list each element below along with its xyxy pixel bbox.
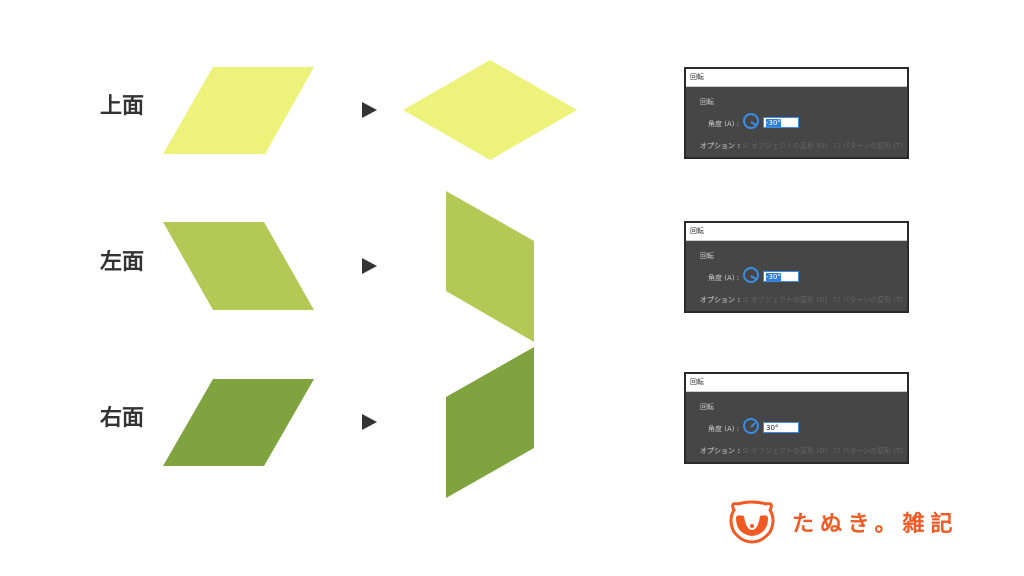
- arrow-right-icon: [362, 102, 377, 118]
- options-row: オプション : ☑ オブジェクトの変形 (O) ☐ パターンの変形 (T): [700, 447, 903, 455]
- arrow-right-icon: [362, 414, 377, 430]
- angle-input[interactable]: -30°: [763, 271, 799, 282]
- right-face-rotated: [446, 347, 534, 498]
- angle-dial[interactable]: [743, 267, 759, 283]
- angle-dial[interactable]: [743, 418, 759, 434]
- transform-objects-checkbox[interactable]: ☑ オブジェクトの変形 (O): [742, 447, 828, 455]
- angle-label: 角度 (A) :: [708, 120, 740, 128]
- section-label: 回転: [700, 252, 714, 260]
- right-face-parallelogram: [163, 379, 314, 466]
- angle-label: 角度 (A) :: [708, 425, 740, 433]
- angle-dial[interactable]: [743, 113, 759, 129]
- transform-patterns-checkbox[interactable]: ☐ パターンの変形 (T): [833, 142, 903, 150]
- options-row: オプション : ☑ オブジェクトの変形 (O) ☐ パターンの変形 (T): [700, 296, 903, 304]
- rotate-dialog: 回転 回転 角度 (A) : -30° オプション : ☑ オブジェクトの変形 …: [684, 221, 909, 313]
- rotate-dialog: 回転 回転 角度 (A) : -30° オプション : ☑ オブジェクトの変形 …: [684, 67, 909, 159]
- transform-patterns-checkbox[interactable]: ☐ パターンの変形 (T): [833, 447, 903, 455]
- angle-input[interactable]: 30°: [763, 422, 799, 433]
- logo: たぬき。雑記: [726, 500, 958, 544]
- rotate-dialog: 回転 回転 角度 (A) : 30° オプション : ☑ オブジェクトの変形 (…: [684, 372, 909, 464]
- angle-input[interactable]: -30°: [763, 117, 799, 128]
- top-face-parallelogram: [163, 67, 314, 154]
- transform-objects-checkbox[interactable]: ☑ オブジェクトの変形 (O): [742, 296, 828, 304]
- tanuki-logo-icon: [729, 500, 775, 544]
- angle-label: 角度 (A) :: [708, 274, 740, 282]
- left-face-label: 左面: [100, 250, 145, 275]
- options-row: オプション : ☑ オブジェクトの変形 (O) ☐ パターンの変形 (T): [700, 142, 903, 150]
- dialog-title: 回転: [686, 374, 907, 392]
- right-face-label: 右面: [100, 406, 145, 431]
- arrow-right-icon: [362, 258, 377, 274]
- left-face-rotated: [446, 191, 534, 342]
- transform-patterns-checkbox[interactable]: ☐ パターンの変形 (T): [833, 296, 903, 304]
- logo-text: たぬき。雑記: [792, 512, 959, 537]
- section-label: 回転: [700, 98, 714, 106]
- top-face-rotated: [403, 60, 577, 160]
- left-face-parallelogram: [163, 222, 314, 310]
- dialog-title: 回転: [686, 223, 907, 241]
- top-face-label: 上面: [100, 94, 145, 119]
- section-label: 回転: [700, 403, 714, 411]
- transform-objects-checkbox[interactable]: ☑ オブジェクトの変形 (O): [742, 142, 828, 150]
- dialog-title: 回転: [686, 69, 907, 87]
